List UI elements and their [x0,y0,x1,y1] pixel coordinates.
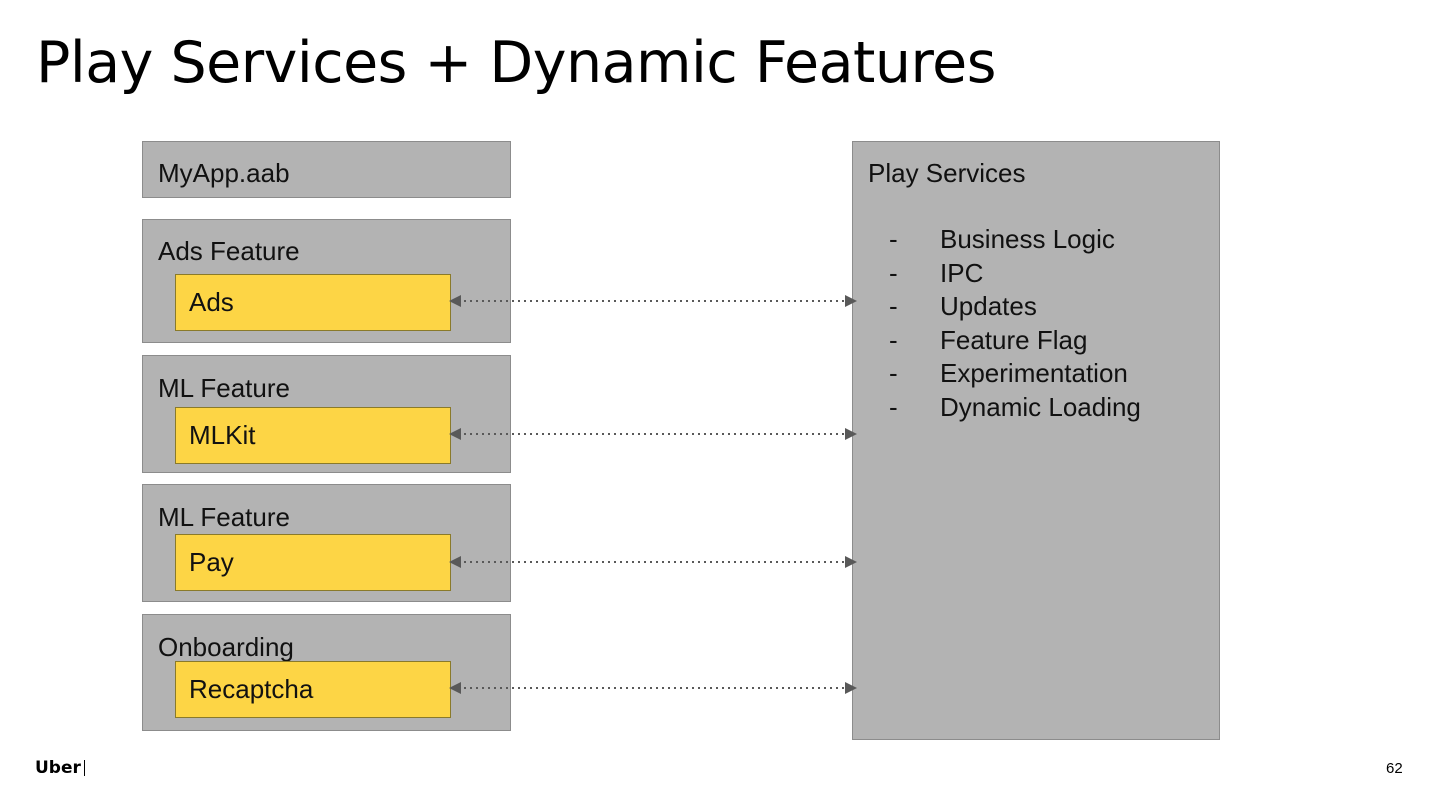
connector-recaptcha [449,682,857,694]
feature-label: Ads Feature [158,236,300,266]
list-bullet: - [889,257,898,288]
list-item-text: Experimentation [940,358,1128,389]
page-number: 62 [1386,760,1403,777]
list-item-text: Updates [940,291,1037,322]
module-box-ads: Ads [175,274,451,331]
feature-box-onboarding: Onboarding Recaptcha [142,614,511,731]
slide-title: Play Services + Dynamic Features [36,30,996,96]
feature-label: Onboarding [158,632,294,662]
module-label: Ads [189,287,234,317]
module-box-mlkit: MLKit [175,407,451,464]
list-bullet: - [889,291,898,322]
feature-label: ML Feature [158,373,290,403]
feature-label: ML Feature [158,502,290,532]
list-bullet: - [889,224,898,254]
feature-box-ml: ML Feature MLKit [142,355,511,473]
app-bundle-box: MyApp.aab [142,141,511,198]
feature-box-ml-pay: ML Feature Pay [142,484,511,602]
connector-ads [449,295,857,307]
play-services-label: Play Services [868,158,1026,188]
play-services-box: Play Services - Business Logic - IPC - Upda… [852,141,1220,740]
app-bundle-label: MyApp.aab [158,158,290,188]
connector-mlkit [449,428,857,440]
module-label: Pay [189,547,234,577]
list-bullet: - [889,391,898,422]
uber-logo: Uber [35,758,81,778]
module-box-recaptcha: Recaptcha [175,661,451,718]
list-item-text: IPC [940,257,984,288]
module-label: MLKit [189,420,256,450]
list-item-text: Business Logic [940,224,1115,254]
list-item-text: Feature Flag [940,324,1088,355]
list-bullet: - [889,358,898,389]
connector-pay [449,556,857,568]
list-bullet: - [889,324,898,355]
list-item-text: Dynamic Loading [940,391,1141,422]
footer-divider [84,760,85,776]
feature-box-ads: Ads Feature Ads [142,219,511,343]
module-label: Recaptcha [189,674,314,704]
